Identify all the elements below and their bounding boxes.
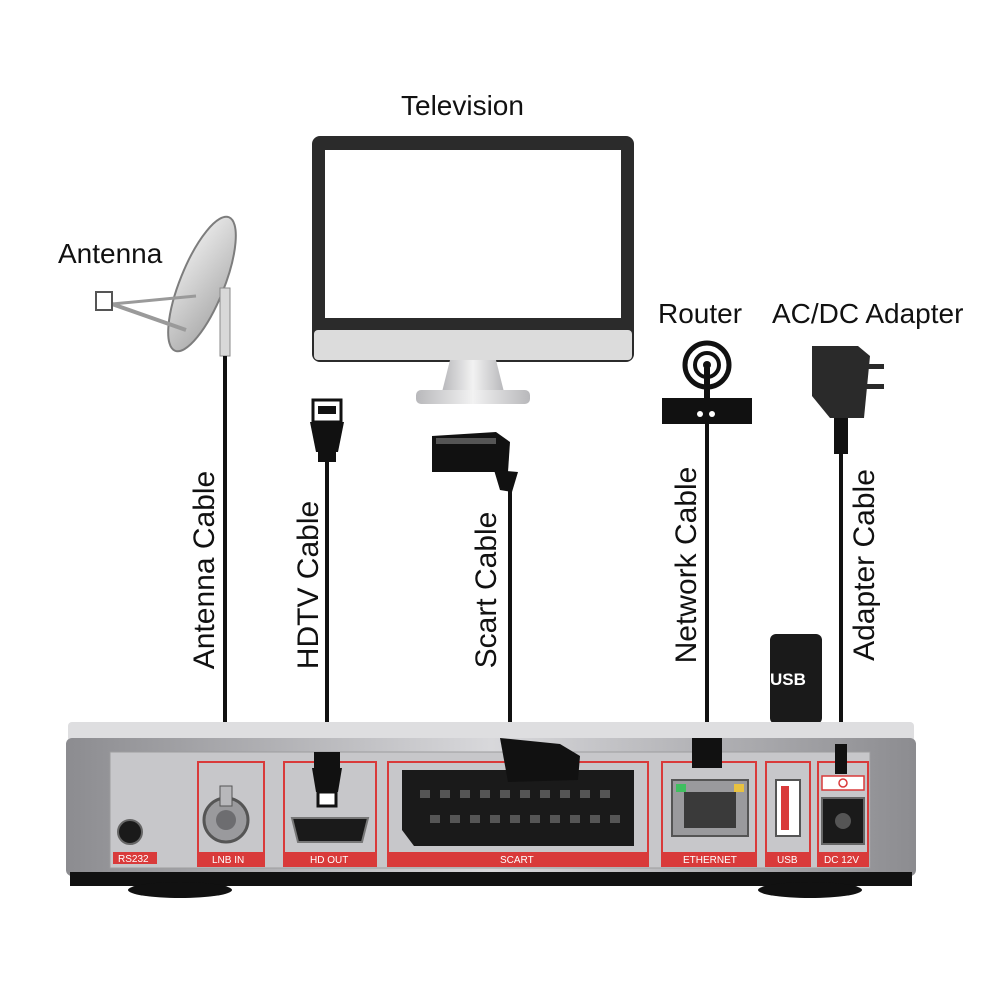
lnb-icon: [95, 291, 113, 311]
antenna: [95, 215, 237, 357]
dish-mast: [219, 287, 231, 357]
network-cable-label: Network Cable: [670, 466, 703, 664]
dish-arm-2: [111, 294, 197, 306]
television: [312, 136, 634, 404]
tv-stand-base: [416, 390, 530, 404]
adapter-cable-label: Adapter Cable: [848, 469, 881, 661]
hd-out-port: HD OUT: [283, 752, 377, 867]
acdc-adapter: [812, 346, 884, 454]
router: [662, 340, 752, 424]
scart-cable-label: Scart Cable: [470, 511, 503, 669]
lnb-in-port: LNB IN: [197, 761, 265, 867]
hdtv-cable-label: HDTV Cable: [292, 500, 325, 670]
svg-text:SCART: SCART: [500, 855, 534, 866]
adapter-label: AC/DC Adapter: [772, 298, 964, 329]
box-foot-left: [128, 882, 232, 898]
router-body: [662, 398, 752, 424]
usb-port: USB: [765, 761, 811, 867]
rs232-port: RS232: [113, 819, 157, 865]
receiver-box: RS232 LNB IN HD OUT: [66, 722, 916, 898]
box-top: [68, 722, 914, 742]
adapter-icon: [812, 346, 870, 418]
svg-text:ETHERNET: ETHERNET: [683, 855, 737, 866]
scart-port: SCART: [387, 738, 649, 867]
box-bottom: [70, 872, 912, 886]
box-foot-right: [758, 882, 862, 898]
antenna-label: Antenna: [58, 238, 163, 269]
dish-arm: [111, 302, 187, 332]
hdmi-plug-top: [310, 398, 344, 462]
dish-icon: [167, 215, 237, 353]
svg-text:DC 12V: DC 12V: [824, 855, 859, 866]
svg-text:HD OUT: HD OUT: [310, 855, 348, 866]
antenna-cable-label: Antenna Cable: [188, 470, 221, 670]
television-label: Television: [401, 90, 524, 121]
cables: [223, 356, 843, 790]
tv-screen: [325, 150, 621, 318]
svg-text:USB: USB: [777, 855, 798, 866]
dc-port: DC 12V: [817, 744, 869, 867]
tv-stand: [442, 360, 504, 392]
svg-text:LNB IN: LNB IN: [212, 855, 244, 866]
svg-text:RS232: RS232: [118, 854, 149, 865]
tv-chin: [314, 330, 632, 360]
ethernet-port: ETHERNET: [661, 738, 757, 867]
wifi-icon: [703, 361, 711, 369]
scart-plug-top: [432, 432, 518, 492]
router-label: Router: [658, 298, 743, 329]
usb-stick-label: USB: [770, 670, 806, 689]
